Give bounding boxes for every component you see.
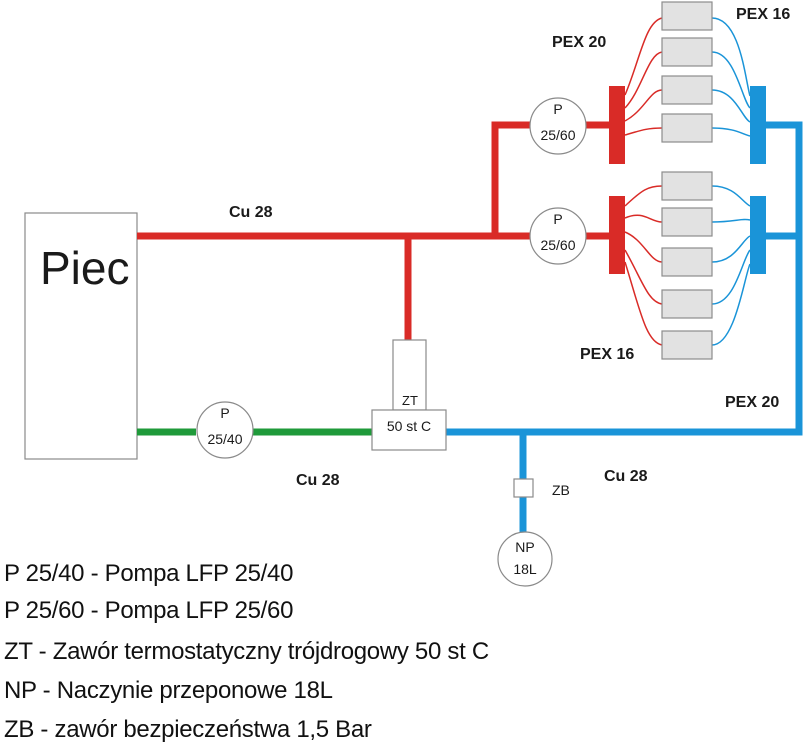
pex16-bottom-label: PEX 16 <box>580 346 634 363</box>
return-manifold-lower <box>750 196 766 274</box>
pump-upper: P 25/60 <box>529 97 587 155</box>
radiator <box>661 247 713 277</box>
pump-boiler: P 25/40 <box>196 401 254 459</box>
safety-valve-label: ZB <box>552 482 570 498</box>
thermostatic-valve: ZT 50 st C <box>371 339 447 451</box>
radiator <box>661 1 713 31</box>
pump-boiler-spec: 25/40 <box>207 431 242 447</box>
radiator <box>661 75 713 105</box>
legend-item: ZB - zawór bezpieczeństwa 1,5 Bar <box>4 716 372 743</box>
pump-upper-spec: 25/60 <box>540 127 575 143</box>
pex-supply-lines <box>624 17 663 346</box>
expansion-vessel: NP 18L <box>497 531 553 587</box>
valve-zt-label: ZT <box>402 393 418 408</box>
cu28-bottom-left-label: Cu 28 <box>296 472 340 489</box>
radiators-upper <box>661 1 713 143</box>
supply-branch-upper-pipe <box>491 121 531 236</box>
return-main-pipe <box>446 121 803 436</box>
pump-upper-label: P <box>553 101 562 117</box>
safety-valve: ZB <box>513 478 570 498</box>
valve-temp-label: 50 st C <box>387 418 431 434</box>
pump-lower: P 25/60 <box>529 207 587 265</box>
return-manifold-upper <box>750 86 766 164</box>
vessel-label: NP <box>515 539 534 555</box>
boiler-label: Piec <box>40 242 129 294</box>
legend-item: P 25/40 - Pompa LFP 25/40 <box>4 560 294 587</box>
valve-actuator <box>392 339 427 411</box>
pex20-top-label: PEX 20 <box>552 34 606 51</box>
radiator <box>661 207 713 237</box>
pump-lower-label: P <box>553 211 562 227</box>
radiator <box>661 330 713 360</box>
supply-pipes <box>137 121 612 340</box>
radiator <box>661 37 713 67</box>
cu28-top-label: Cu 28 <box>229 204 273 221</box>
legend-item: ZT - Zawór termostatyczny trójdrogowy 50… <box>4 638 489 665</box>
legend-item: P 25/60 - Pompa LFP 25/60 <box>4 597 294 624</box>
radiator <box>661 171 713 201</box>
radiators-lower <box>661 171 713 360</box>
valve-body <box>371 409 447 451</box>
pex20-right-label: PEX 20 <box>725 394 779 411</box>
radiator <box>661 289 713 319</box>
pump-boiler-label: P <box>220 405 229 421</box>
supply-manifold-upper <box>609 86 625 164</box>
safety-valve-box <box>513 478 534 498</box>
supply-manifold-lower <box>609 196 625 274</box>
pex-return-lines <box>711 17 751 346</box>
radiator <box>661 113 713 143</box>
cu28-bottom-right-label: Cu 28 <box>604 468 648 485</box>
legend-item: NP - Naczynie przeponowe 18L <box>4 677 333 704</box>
vessel-capacity: 18L <box>513 561 537 577</box>
pump-lower-spec: 25/60 <box>540 237 575 253</box>
boiler-box <box>24 212 138 460</box>
pex16-top-label: PEX 16 <box>736 6 790 23</box>
